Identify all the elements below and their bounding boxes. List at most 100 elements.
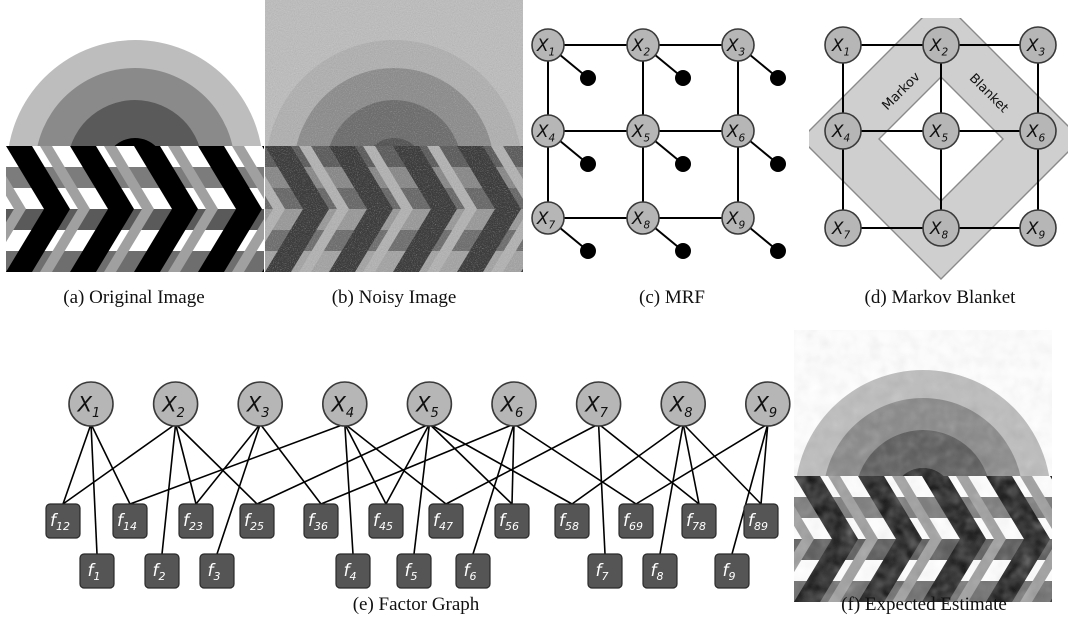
factor-subscript: 25 [250, 520, 264, 533]
art-band-row [265, 146, 523, 168]
variable-node-subscript: 5 [430, 406, 438, 421]
variable-node-circle [531, 201, 565, 235]
variable-node-circle [626, 114, 660, 148]
variable-node-subscript: 8 [643, 220, 650, 232]
factor-subscript: 2 [159, 570, 166, 583]
art-chevron [265, 146, 329, 272]
mrf-node-x3: X3 [721, 28, 755, 62]
factor-edge [62, 423, 92, 505]
factor-box [396, 553, 432, 589]
factor-f6: f6 [455, 553, 491, 589]
observed-node [580, 243, 596, 259]
factor-f12: f12 [45, 503, 81, 539]
factor-f36: f36 [303, 503, 339, 539]
variable-node-subscript: 4 [843, 133, 850, 145]
art-chevron-light [299, 146, 349, 272]
variable-node-circle [626, 201, 660, 235]
caption-mrf: (c) MRF [639, 287, 705, 308]
variable-node-subscript: 7 [548, 220, 555, 232]
variable-node-subscript: 2 [643, 47, 650, 59]
factor-f45: f45 [368, 503, 404, 539]
factor-edge [320, 423, 515, 505]
art-chevron [457, 146, 521, 272]
factor-f9: f9 [714, 553, 750, 589]
factor-f3: f3 [199, 553, 235, 589]
mb-node-x1: X1 [824, 26, 862, 64]
variable-node-subscript: 9 [738, 220, 745, 232]
observed-node [675, 156, 691, 172]
art-chevron [0, 146, 6, 272]
factor-subscript: 8 [657, 570, 664, 583]
noisy-image [265, 0, 523, 272]
variable-node-circle [152, 381, 199, 427]
factor-f69: f69 [618, 503, 654, 539]
mb-node-x5: X5 [922, 112, 960, 150]
art-chevron [858, 476, 922, 602]
art-band-row [6, 146, 264, 168]
variable-node-subscript: 7 [600, 406, 609, 421]
factor-edge [344, 423, 387, 505]
variable-node-circle [922, 209, 960, 247]
factor-edge [635, 423, 769, 505]
factor-box [554, 503, 590, 539]
fg-node-x9: X9 [744, 381, 791, 427]
art-chevron [6, 146, 70, 272]
variable-node-circle [824, 26, 862, 64]
factor-edge [428, 423, 513, 505]
fg-node-x3: X3 [237, 381, 284, 427]
factor-edge [174, 423, 197, 505]
variable-node-circle [626, 28, 660, 62]
observed-node [580, 70, 596, 86]
factor-f23: f23 [178, 503, 214, 539]
mb-node-x4: X4 [824, 112, 862, 150]
variable-node-circle [824, 112, 862, 150]
unary-factor-edge [161, 423, 177, 555]
variable-node-circle [824, 209, 862, 247]
factor-box [743, 503, 779, 539]
art-band-row [794, 476, 1052, 498]
factor-edge [175, 423, 258, 505]
art-chevron-light [892, 476, 942, 602]
unary-factor-edge [344, 423, 354, 555]
factor-edge [445, 423, 599, 505]
factor-edge [195, 423, 261, 505]
factor-edge [256, 423, 430, 505]
mrf-node-x7: X7 [531, 201, 565, 235]
fg-node-x4: X4 [321, 381, 368, 427]
mb-node-x8: X8 [922, 209, 960, 247]
factor-subscript: 9 [729, 570, 736, 583]
observed-node [770, 156, 786, 172]
variable-node-circle [922, 26, 960, 64]
variable-node-circle [721, 114, 755, 148]
variable-node-circle [660, 381, 707, 427]
variable-node-subscript: 5 [941, 133, 948, 145]
observed-node [770, 70, 786, 86]
art-chevron-light [6, 175, 26, 243]
factor-edge [344, 423, 447, 505]
art-chevron-light [956, 476, 1006, 602]
art-chevron [134, 146, 198, 272]
factor-box [618, 503, 654, 539]
factor-edge [571, 423, 684, 505]
variable-node-subscript: 5 [643, 133, 650, 145]
factor-subscript: 47 [439, 520, 453, 533]
factor-box [714, 553, 750, 589]
factor-subscript: 1 [94, 570, 101, 583]
caption-factor-graph: (e) Factor Graph [353, 594, 480, 615]
mrf-node-x2: X2 [626, 28, 660, 62]
fg-node-x7: X7 [575, 381, 622, 427]
variable-node-subscript: 2 [177, 406, 185, 421]
factor-box [428, 503, 464, 539]
art-band-row [6, 251, 264, 272]
art-chevron-light [363, 146, 413, 272]
mb-node-x6: X6 [1019, 112, 1057, 150]
variable-node-circle [721, 201, 755, 235]
fg-node-x1: X1 [68, 381, 114, 427]
factor-box [144, 553, 180, 589]
factor-edge [90, 423, 131, 505]
factor-f1: f1 [79, 553, 115, 589]
caption-noisy-image: (b) Noisy Image [332, 287, 457, 308]
art-chevron [198, 146, 262, 272]
factor-box [455, 553, 491, 589]
mrf-node-x6: X6 [721, 114, 755, 148]
